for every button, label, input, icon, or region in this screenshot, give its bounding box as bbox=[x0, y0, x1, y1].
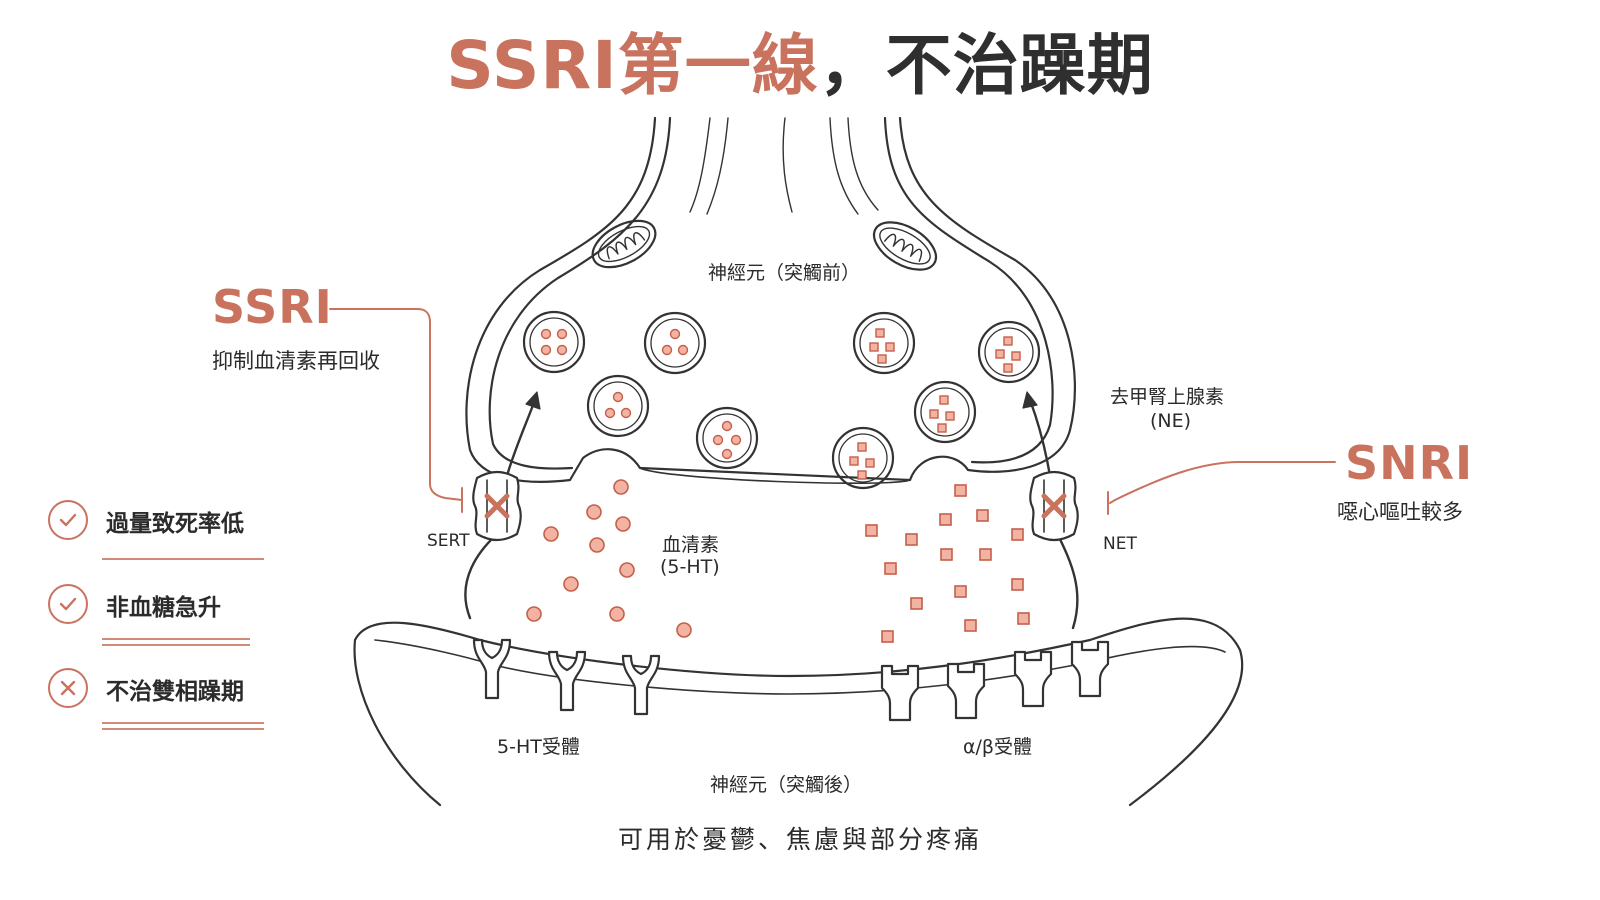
ssri-inhibition-line bbox=[329, 308, 463, 513]
postsynaptic-membrane-outer bbox=[353, 617, 1244, 807]
net-label: NET bbox=[1103, 534, 1137, 554]
check-circle-icon bbox=[48, 500, 88, 540]
norepinephrine-particles bbox=[865, 484, 1030, 643]
ne-vesicle-icon bbox=[913, 380, 977, 444]
alpha-beta-receptor-icon bbox=[946, 662, 986, 720]
sert-block-x-icon bbox=[484, 493, 510, 519]
alpha-beta-receptor-icon bbox=[1013, 650, 1053, 708]
serotonin-abbr: (5-HT) bbox=[660, 556, 720, 578]
5ht-receptor-icon bbox=[472, 638, 512, 700]
ne-vesicle-icon bbox=[852, 311, 916, 375]
ne-vesicle-icon bbox=[977, 320, 1041, 384]
sert-label: SERT bbox=[427, 531, 470, 551]
presynaptic-membrane-outer bbox=[465, 116, 1077, 483]
presynaptic-label: 神經元（突觸前） bbox=[708, 262, 861, 284]
serotonin-vesicle-icon bbox=[695, 406, 759, 470]
check-circle-icon bbox=[48, 584, 88, 624]
ssri-label: SSRI bbox=[212, 280, 333, 334]
divider bbox=[102, 728, 264, 730]
presynaptic-membrane-inner bbox=[488, 116, 672, 470]
alpha-beta-receptor-icon bbox=[880, 664, 920, 722]
5ht-receptor-icon bbox=[621, 654, 661, 716]
checklist-text: 不治雙相躁期 bbox=[106, 679, 244, 705]
checklist-item: 非血糖急升 bbox=[44, 584, 284, 668]
ne-vesicle-icon bbox=[831, 426, 895, 490]
5ht-receptor-icon bbox=[547, 650, 587, 712]
mitochondrion-right bbox=[872, 221, 938, 271]
norepinephrine-label: 去甲腎上腺素 bbox=[1110, 386, 1225, 408]
serotonin-label: 血清素 bbox=[662, 534, 720, 556]
alpha-beta-receptor-icon bbox=[1070, 640, 1110, 698]
checklist: 過量致死率低 非血糖急升 不治雙相躁期 bbox=[44, 500, 284, 752]
page-title: SSRI第一線，不治躁期 bbox=[446, 27, 1154, 104]
snri-inhibition-line bbox=[1107, 461, 1336, 515]
postsynaptic-label: 神經元（突觸後） bbox=[710, 774, 863, 796]
ssri-description: 抑制血清素再回收 bbox=[212, 349, 380, 373]
checklist-item: 過量致死率低 bbox=[44, 500, 284, 584]
divider bbox=[102, 558, 264, 560]
divider bbox=[102, 722, 264, 724]
divider bbox=[102, 638, 250, 640]
5ht-receptor-label: 5-HT受體 bbox=[497, 736, 580, 758]
cross-circle-icon bbox=[48, 668, 88, 708]
net-block-x-icon bbox=[1041, 493, 1067, 519]
checklist-text: 過量致死率低 bbox=[106, 511, 244, 537]
footer-caption: 可用於憂鬱、焦慮與部分疼痛 bbox=[617, 825, 982, 854]
alpha-beta-receptor-label: α/β受體 bbox=[963, 736, 1033, 758]
serotonin-vesicle-icon bbox=[522, 310, 586, 374]
serotonin-vesicle-icon bbox=[586, 374, 650, 438]
norepinephrine-abbr: (NE) bbox=[1150, 410, 1192, 432]
serotonin-vesicle-icon bbox=[643, 311, 707, 375]
serotonin-particles bbox=[526, 479, 692, 638]
divider bbox=[102, 644, 250, 646]
checklist-item: 不治雙相躁期 bbox=[44, 668, 284, 752]
snri-label: SNRI bbox=[1345, 436, 1474, 490]
checklist-text: 非血糖急升 bbox=[106, 595, 221, 621]
mitochondrion-left bbox=[591, 219, 657, 269]
snri-description: 噁心嘔吐較多 bbox=[1337, 500, 1463, 524]
